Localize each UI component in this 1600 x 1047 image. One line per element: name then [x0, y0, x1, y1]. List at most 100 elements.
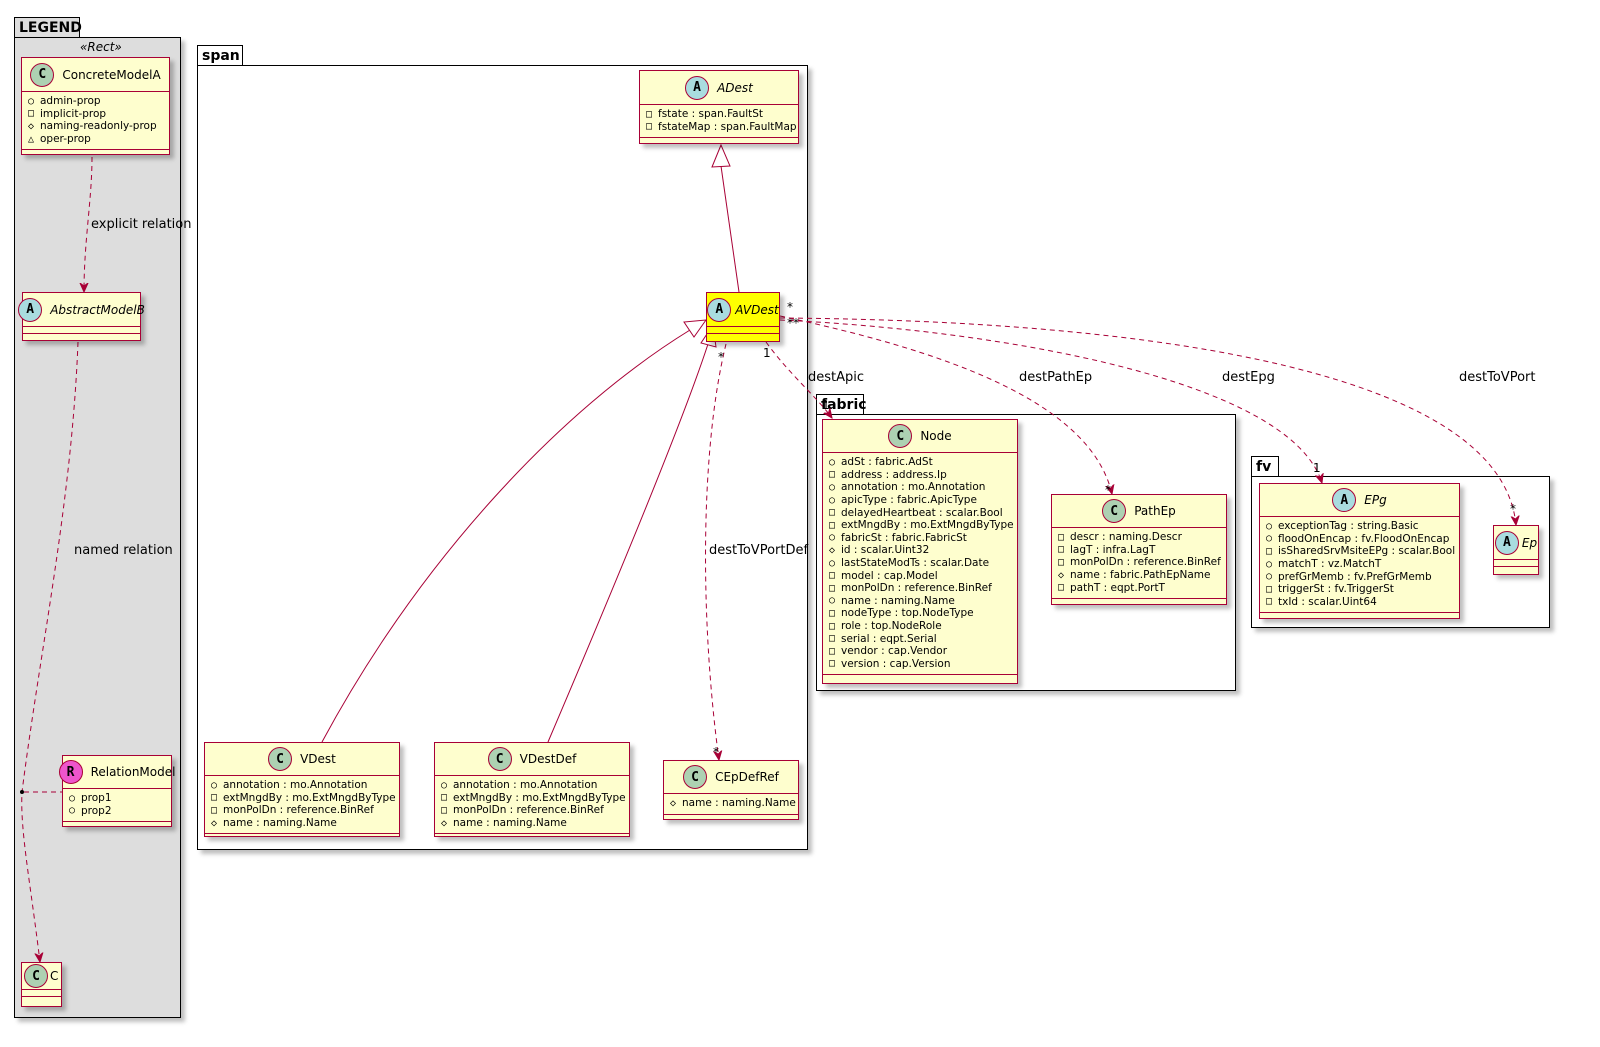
protected-icon: ◇	[28, 120, 35, 132]
private-icon: □	[211, 804, 218, 816]
private-icon: □	[28, 108, 35, 120]
attribute-row: ○lastStateModTs : scalar.Date	[829, 557, 1011, 570]
attribute-row: □nodeType : top.NodeType	[829, 607, 1011, 620]
class-name: C	[50, 969, 59, 983]
private-icon: □	[1058, 582, 1065, 594]
attribute-list: ○ prop1 ○prop2	[63, 789, 171, 821]
attribute-text: delayedHeartbeat : scalar.Bool	[841, 506, 1003, 519]
attribute-row: ○prop2	[69, 805, 165, 818]
attribute-text: serial : eqpt.Serial	[841, 632, 937, 645]
attribute-list: ○exceptionTag : string.Basic ○floodOnEnc…	[1260, 517, 1459, 612]
dest-apic-label: destApic	[808, 370, 865, 385]
attribute-row: ○annotation : mo.Annotation	[211, 779, 393, 792]
attribute-row: ◇name : fabric.PathEpName	[1058, 569, 1220, 582]
class-c-badge-icon: C	[268, 747, 293, 771]
class-c-badge-icon: C	[1102, 499, 1127, 523]
attribute-text: prop2	[81, 804, 112, 817]
private-icon: □	[441, 804, 448, 816]
attribute-row: □ monPolDn : reference.BinRef	[441, 804, 623, 817]
private-icon: □	[1266, 545, 1273, 557]
private-icon: □	[829, 645, 836, 657]
class-a-badge-icon: A	[18, 297, 43, 322]
class-c-badge-icon: C	[683, 765, 708, 789]
mult-ep: *	[1510, 502, 1516, 516]
protected-icon: ◇	[829, 544, 836, 556]
attribute-row: □version : cap.Version	[829, 658, 1011, 671]
private-icon: □	[829, 607, 836, 619]
mult-avdest-path: *	[787, 316, 793, 330]
attribute-list: ◇name : naming.Name	[664, 794, 798, 814]
attribute-row: □lagT : infra.LagT	[1058, 544, 1220, 557]
attribute-text: admin-prop	[40, 95, 101, 108]
attribute-text: address : address.Ip	[841, 468, 947, 481]
dest-to-vport-label: destToVPort	[1459, 370, 1536, 385]
attribute-text: oper-prop	[40, 133, 91, 146]
class-c-badge-icon: C	[30, 62, 55, 87]
attribute-text: monPolDn : reference.BinRef	[453, 804, 604, 817]
attribute-text: annotation : mo.Annotation	[841, 481, 986, 494]
attribute-row: □vendor : cap.Vendor	[829, 645, 1011, 658]
attribute-text: fstateMap : span.FaultMap	[658, 120, 797, 133]
attribute-row: □model : cap.Model	[829, 569, 1011, 582]
dest-to-vport-def-line	[705, 343, 727, 760]
attribute-row: □role : top.NodeRole	[829, 620, 1011, 633]
attribute-row: ○ exceptionTag : string.Basic	[1266, 520, 1453, 533]
public-icon: ○	[1266, 558, 1273, 570]
class-name: EPg	[1364, 493, 1387, 507]
private-icon: □	[829, 620, 836, 632]
attribute-row: ○prefGrMemb : fv.PrefGrMemb	[1266, 570, 1453, 583]
attribute-row: □isSharedSrvMsiteEPg : scalar.Bool	[1266, 545, 1455, 558]
attribute-text: model : cap.Model	[841, 569, 938, 582]
attribute-row: ○fabricSt : fabric.FabricSt	[829, 532, 1011, 545]
attribute-text: name : fabric.PathEpName	[1070, 569, 1211, 582]
attribute-text: monPolDn : reference.BinRef	[1070, 556, 1221, 569]
attribute-text: exceptionTag : string.Basic	[1278, 520, 1419, 533]
abstract-model-b-class[interactable]: A AbstractModelB	[18, 292, 145, 341]
attribute-row: □address : address.Ip	[829, 469, 1011, 482]
class-name: Node	[920, 429, 952, 443]
private-icon: □	[829, 519, 836, 531]
public-icon: ○	[829, 494, 836, 506]
public-icon: ○	[69, 792, 76, 804]
dest-to-vport-def-label: destToVPortDef	[709, 543, 809, 558]
dest-to-vport-line	[779, 317, 1516, 525]
attribute-row: ○admin-prop	[28, 95, 163, 108]
attribute-text: prop1	[81, 792, 112, 805]
mult-avdest-cepdef: *	[718, 350, 724, 364]
class-name: ConcreteModelA	[62, 67, 161, 82]
attribute-text: implicit-prop	[40, 107, 107, 120]
attribute-text: annotation : mo.Annotation	[223, 779, 368, 792]
attribute-row: □extMngdBy : mo.ExtMngdByType	[441, 792, 626, 805]
span-package-tab: span	[197, 45, 243, 65]
class-name: RelationModel	[90, 765, 176, 779]
legend-package-tab: LEGEND	[14, 17, 82, 37]
concrete-model-a-class[interactable]: C ConcreteModelA ○admin-prop □ implicit-pr…	[21, 57, 170, 155]
attribute-row: ◇name : naming.Name	[441, 817, 623, 830]
relation-dot	[20, 790, 24, 794]
attribute-row: □triggerSt : fv.TriggerSt	[1266, 583, 1453, 596]
vdest-inherit-triangle	[683, 319, 708, 338]
private-icon: □	[646, 121, 653, 133]
class-name: Ep	[1521, 535, 1538, 550]
mult-pathep: *	[1105, 483, 1111, 497]
fv-package-tab: fv	[1251, 456, 1279, 476]
legend-package	[14, 37, 181, 1018]
legend-stereotype: «Rect»	[80, 40, 122, 54]
dest-epg-line	[779, 319, 1322, 483]
attribute-text: apicType : fabric.ApicType	[841, 494, 977, 507]
attribute-text: pathT : eqpt.PortT	[1070, 581, 1165, 594]
public-icon: ○	[1266, 520, 1273, 532]
private-icon: □	[829, 658, 836, 670]
class-name: AbstractModelB	[50, 302, 145, 317]
